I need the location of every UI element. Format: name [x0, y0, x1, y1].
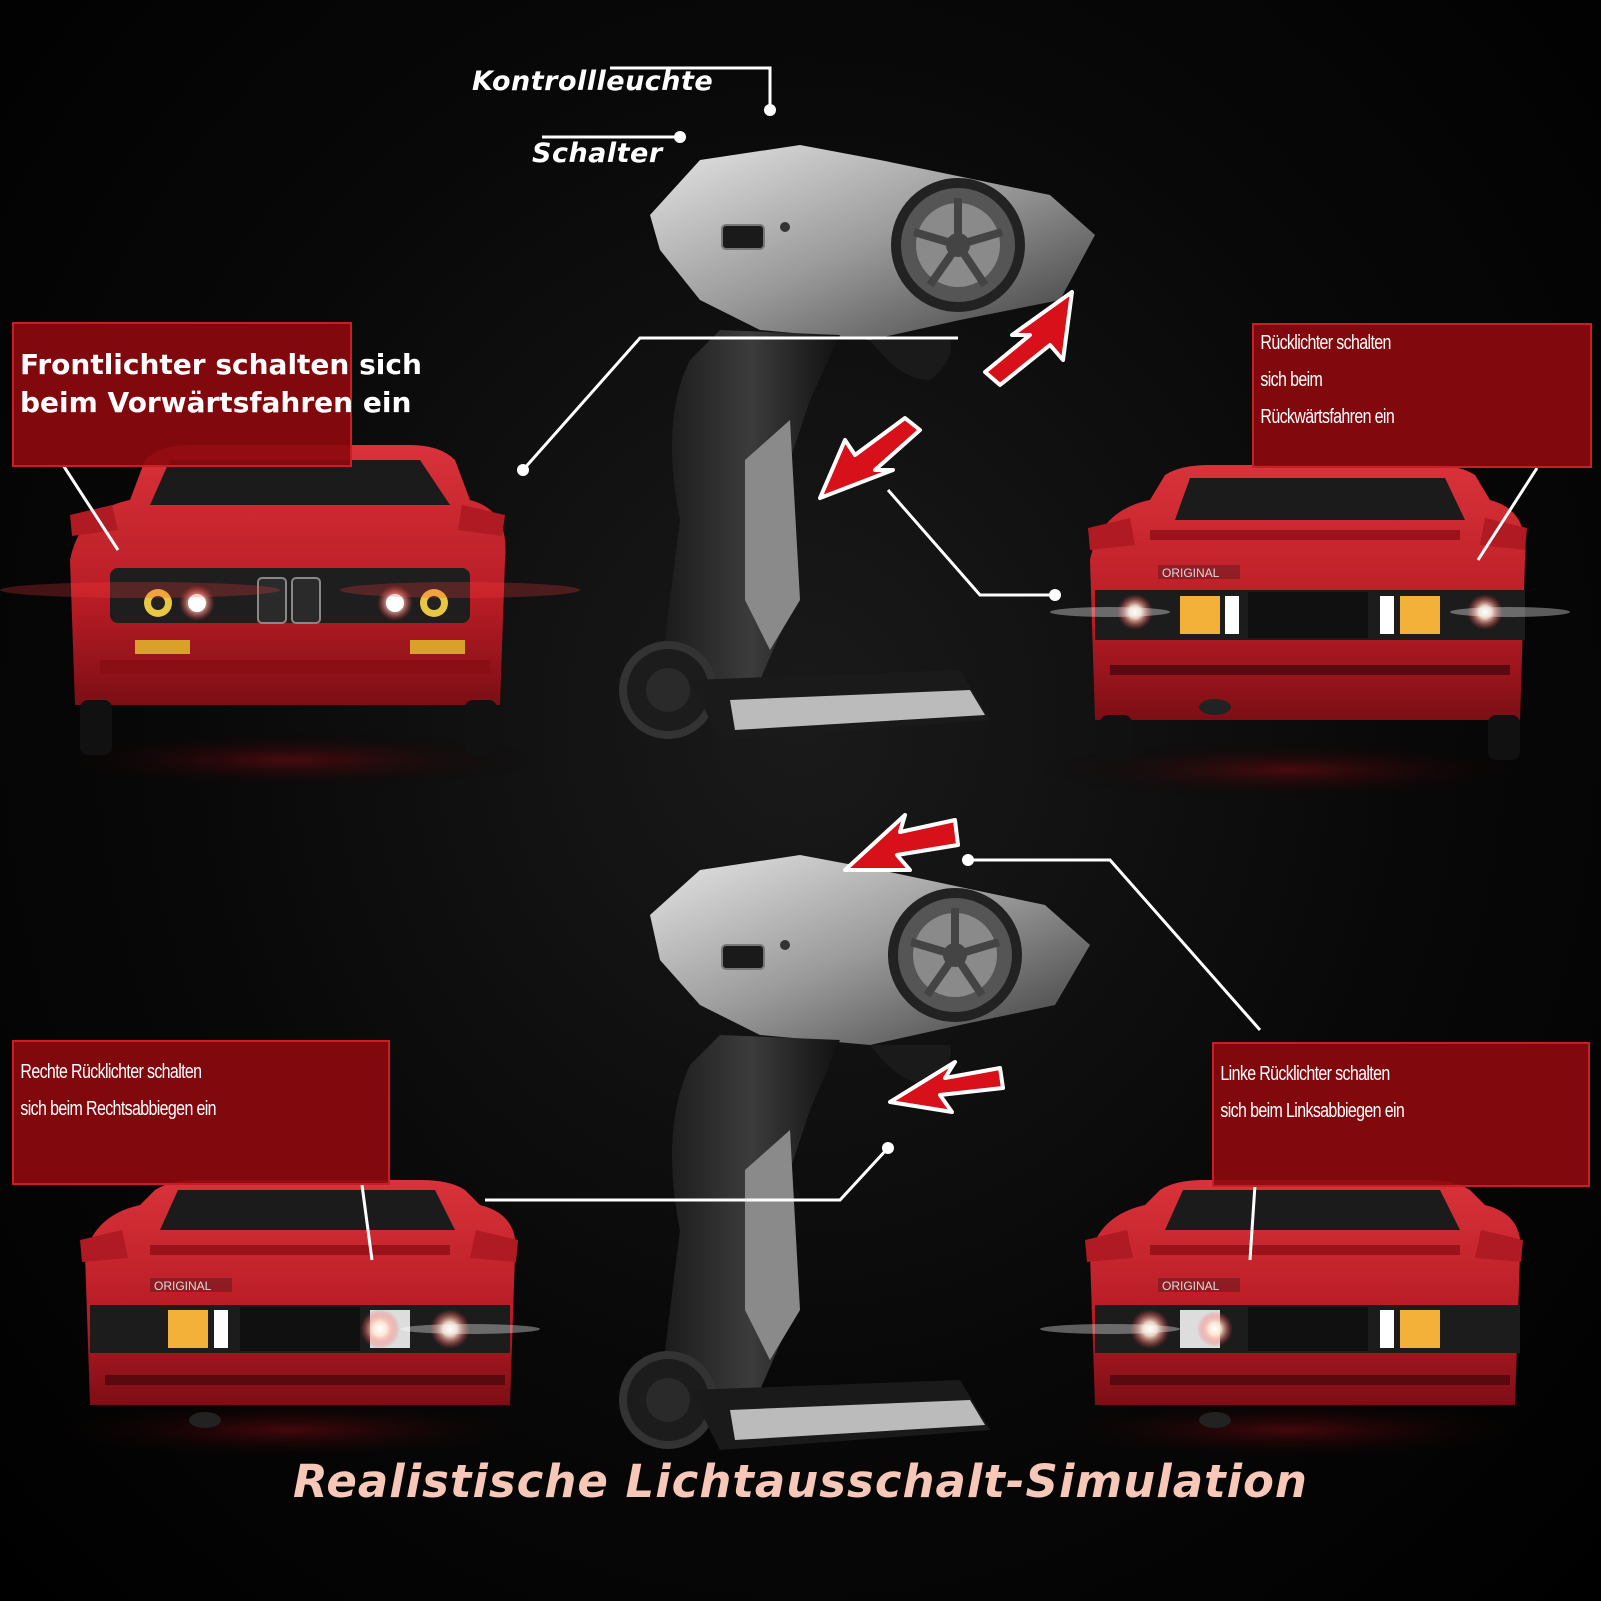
callout-line: sich beim Rechtsabbiegen ein [20, 1098, 216, 1120]
footer-title: Realistische Lichtausschalt-Simulation [293, 1455, 1308, 1508]
arrow-forward-throttle [983, 290, 1074, 387]
callout-line: Rückwärtsfahren ein [1260, 406, 1395, 428]
car-badges: ORIGINAL ORIGINAL ORIGINAL [150, 565, 1240, 1293]
callout-left-turn-text: Linke Rücklichter schalten sich beim Lin… [1214, 1044, 1513, 1130]
car-front-view [0, 445, 580, 755]
car-rear-view-left-turn [1040, 1180, 1523, 1428]
remote-controller-bottom [619, 855, 1090, 1450]
callout-right-turn: Rechte Rücklichter schalten sich beim Re… [12, 1040, 390, 1185]
callout-reverse-lights: Rücklichter schalten sich beim Rückwärts… [1252, 323, 1592, 468]
callout-front-lights: Frontlichter schalten sich beim Vorwärts… [12, 322, 422, 467]
remote-controller-top [619, 145, 1095, 740]
callout-line: beim Vorwärtsfahren ein [20, 386, 412, 419]
arrow-steer-right [888, 1060, 1005, 1114]
callout-line: sich beim [1260, 369, 1323, 391]
callout-front-lights-text: Frontlichter schalten sich beim Vorwärts… [14, 324, 422, 422]
callout-right-turn-text: Rechte Rücklichter schalten sich beim Re… [14, 1042, 313, 1128]
arrow-steer-left [843, 813, 960, 872]
badge-text: ORIGINAL [1162, 1279, 1220, 1293]
leader-lines [61, 66, 1539, 1261]
car-rear-view-reverse [1050, 465, 1570, 760]
callout-reverse-lights-text: Rücklichter schalten sich beim Rückwärts… [1254, 325, 1523, 436]
badge-text: ORIGINAL [1162, 566, 1220, 580]
label-switch: Schalter [532, 138, 663, 169]
callout-line: Rechte Rücklichter schalten [20, 1061, 202, 1083]
callout-line: Frontlichter schalten sich [20, 348, 422, 381]
car-rear-view-right-turn [80, 1180, 540, 1428]
callout-line: Linke Rücklichter schalten [1220, 1063, 1390, 1085]
callout-left-turn: Linke Rücklichter schalten sich beim Lin… [1212, 1042, 1590, 1187]
leader-dots [517, 104, 1061, 1154]
badge-text: ORIGINAL [154, 1279, 212, 1293]
arrow-reverse-throttle [818, 416, 922, 500]
label-indicator-light: Kontrollleuchte [472, 66, 714, 97]
callout-line: sich beim Linksabbiegen ein [1220, 1100, 1405, 1122]
callout-line: Rücklichter schalten [1260, 332, 1391, 354]
